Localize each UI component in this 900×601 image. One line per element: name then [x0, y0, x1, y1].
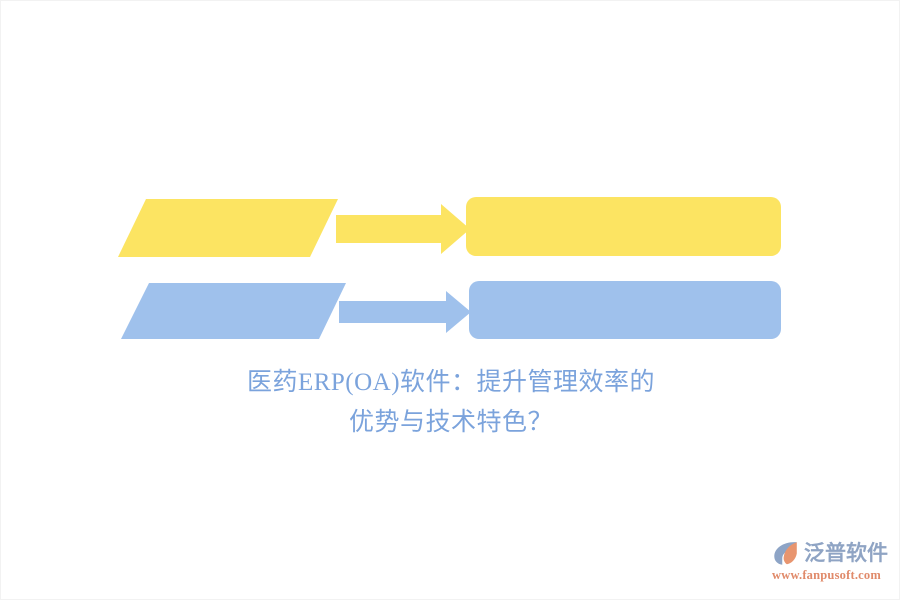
parallelogram-shape-blue	[121, 283, 346, 339]
logo-website-url: www.fanpusoft.com	[772, 568, 881, 582]
diagram-row-yellow	[118, 197, 781, 257]
logo-company-name: 泛普软件	[804, 541, 888, 565]
fanpu-swoosh-icon	[774, 542, 797, 565]
rounded-box-yellow	[466, 197, 781, 256]
parallelogram-shape-yellow	[118, 199, 338, 257]
arrow-shape-yellow	[336, 204, 470, 254]
page-title-line-2: 优势与技术特色？	[348, 409, 553, 436]
company-logo: 泛普软件 www.fanpusoft.com	[771, 536, 893, 588]
page-title: 医药ERP(OA)软件：提升管理效率的 优势与技术特色？	[1, 363, 900, 443]
page-title-line-1: 医药ERP(OA)软件：提升管理效率的	[246, 369, 656, 396]
diagram-row-blue	[121, 281, 781, 339]
logo-top-row: 泛普软件	[771, 536, 888, 570]
arrow-shape-blue	[339, 291, 471, 333]
rounded-box-blue	[469, 281, 781, 339]
